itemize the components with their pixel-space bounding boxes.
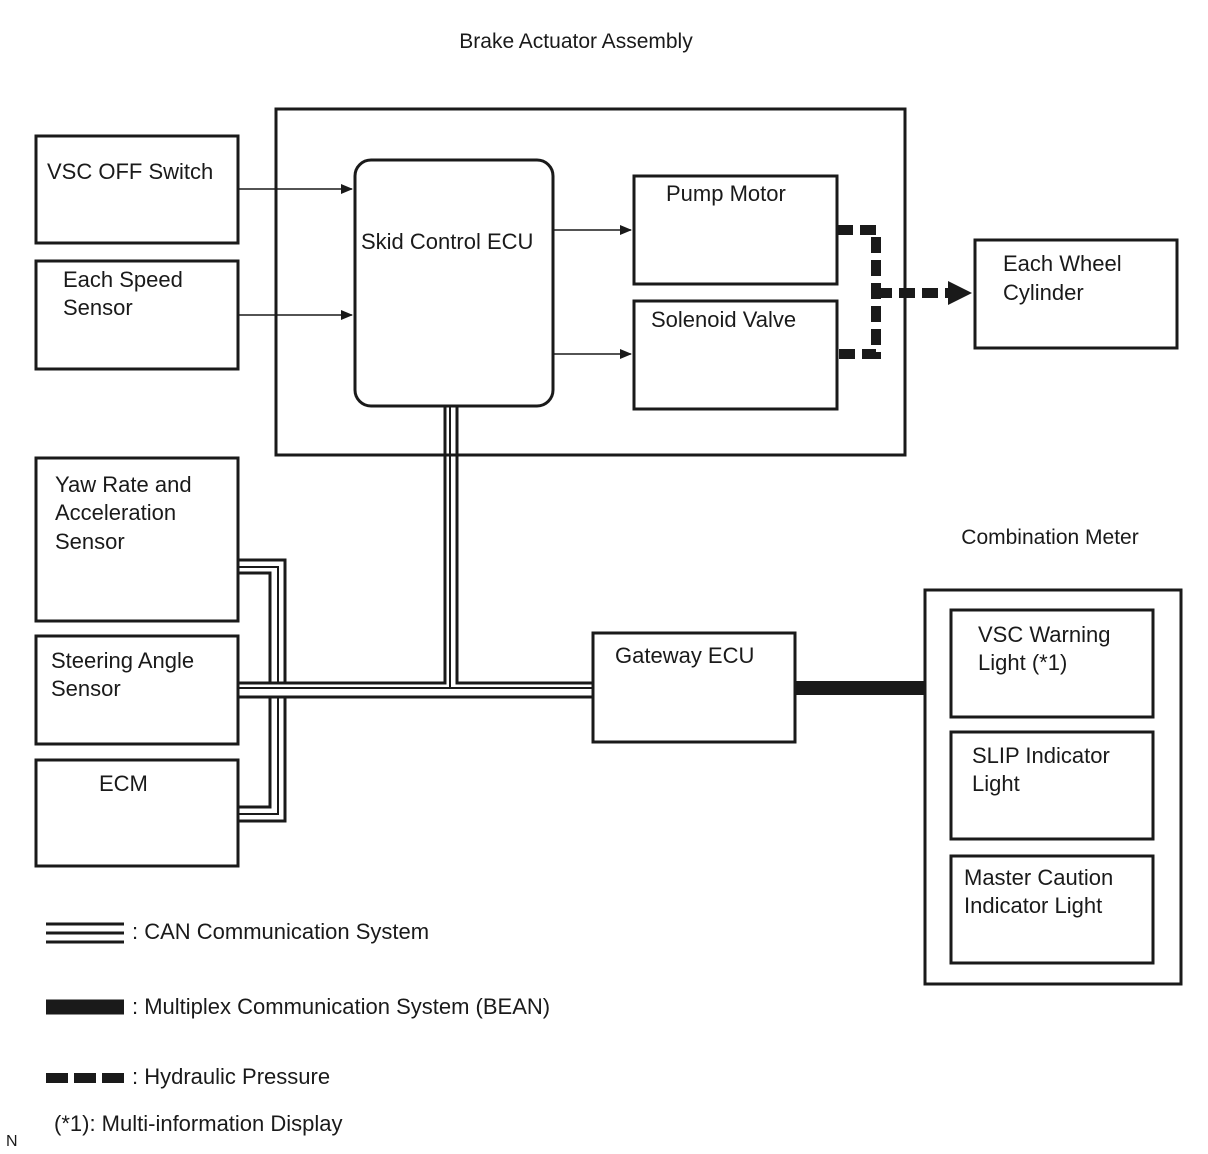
vsc-off-switch-label: VSC OFF Switch: [47, 159, 213, 184]
master-caution-label: Master Caution Indicator Light: [964, 865, 1119, 918]
pump-motor-label: Pump Motor: [666, 181, 786, 206]
vsc-warning-light-label: VSC Warning Light (*1): [978, 622, 1117, 675]
speed-sensor-box: [34, 259, 240, 371]
wheel-cylinder-box: [973, 238, 1179, 350]
slip-indicator-box: [949, 730, 1155, 841]
legend-bean-text: : Multiplex Communication System (BEAN): [132, 994, 550, 1019]
combination-meter-title: Combination Meter: [961, 526, 1138, 549]
legend-hydraulic-text: : Hydraulic Pressure: [132, 1064, 330, 1089]
steering-angle-sensor-label: Steering Angle Sensor: [51, 648, 200, 701]
corner-mark: N: [6, 1133, 18, 1150]
solenoid-valve-box: [632, 299, 839, 411]
slip-indicator-label: SLIP Indicator Light: [972, 743, 1116, 796]
gateway-ecu-label: Gateway ECU: [615, 643, 754, 668]
vsc-warning-light-box: [949, 608, 1155, 719]
skid-control-ecu-box: [353, 158, 555, 408]
legend-can-text: : CAN Communication System: [132, 919, 429, 944]
speed-sensor-label: Each Speed Sensor: [63, 267, 189, 320]
footnote-text: (*1): Multi-information Display: [54, 1111, 343, 1136]
can-bus-lines: [238, 406, 593, 823]
yaw-rate-sensor-box: [34, 456, 240, 623]
steering-angle-sensor-box: [34, 634, 240, 746]
yaw-rate-sensor-label: Yaw Rate and Acceleration Sensor: [55, 472, 198, 554]
gateway-ecu-box: [591, 631, 797, 744]
wheel-cylinder-label: Each Wheel Cylinder: [1003, 251, 1128, 305]
vsc-off-switch-box: [34, 134, 240, 245]
master-caution-box: [949, 854, 1155, 965]
legend-can-symbol: [46, 922, 124, 944]
legend: : CAN Communication System : Multiplex C…: [46, 919, 550, 1136]
ecm-label: ECM: [99, 771, 148, 796]
brake-actuator-title: Brake Actuator Assembly: [459, 30, 693, 53]
solenoid-valve-label: Solenoid Valve: [651, 307, 796, 332]
ecm-box: [34, 758, 240, 868]
skid-control-ecu-label: Skid Control ECU: [361, 229, 533, 254]
hydraulic-pressure-lines: [837, 225, 972, 359]
